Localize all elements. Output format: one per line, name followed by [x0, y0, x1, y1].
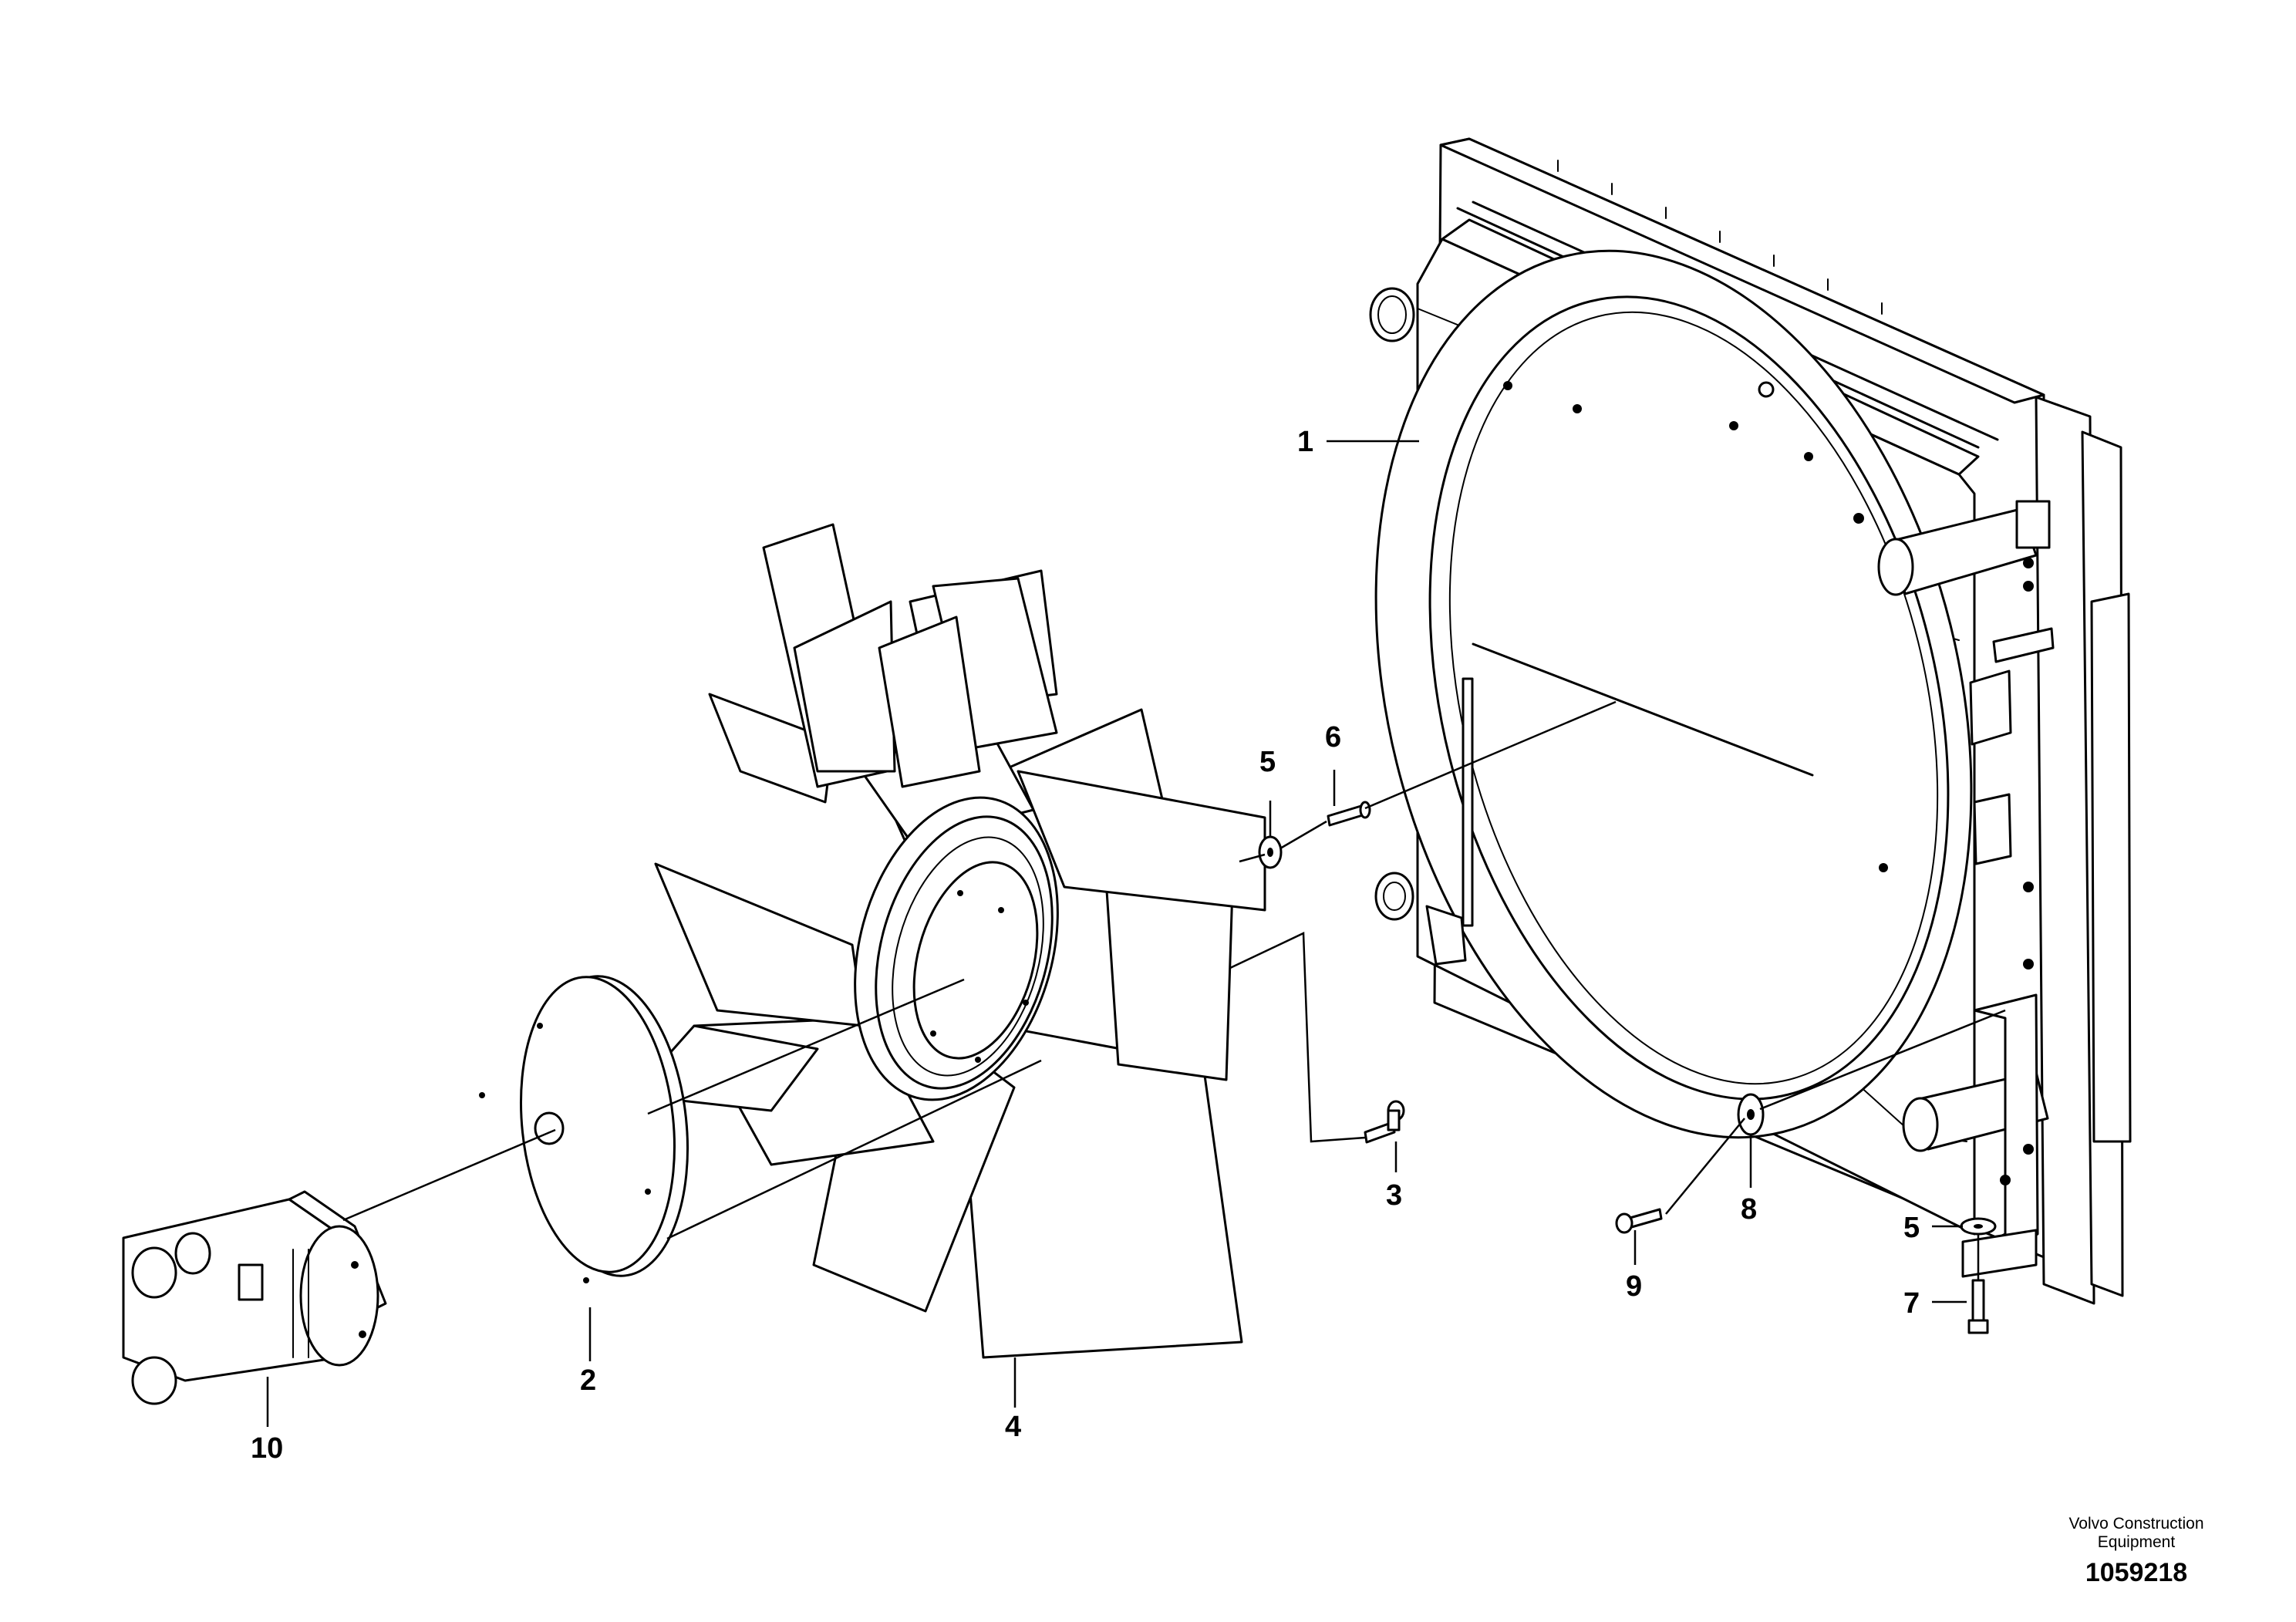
- washer-part-5-upper: [1258, 835, 1283, 869]
- callout-5-upper: 5: [1259, 746, 1276, 778]
- callout-2: 2: [580, 1364, 596, 1397]
- screw-part-9: [1615, 1208, 1663, 1234]
- callout-4: 4: [1005, 1411, 1021, 1443]
- callout-leaders: [266, 440, 1967, 1427]
- hydraulic-motor: [122, 1190, 387, 1405]
- bolt-part-7: [1967, 1279, 1989, 1334]
- callout-1: 1: [1297, 426, 1313, 458]
- drive-plate: [479, 975, 689, 1283]
- footer: Volvo Construction Equipment 1059218: [2068, 1515, 2203, 1587]
- screw-part-6: [1327, 801, 1371, 827]
- screw-part-3: [1364, 1100, 1405, 1144]
- washer-part-8: [1737, 1093, 1765, 1136]
- callout-6: 6: [1325, 721, 1341, 754]
- callout-10: 10: [251, 1432, 283, 1465]
- shroud-mounting-holes: [1503, 381, 2034, 1185]
- radiator-shroud-assembly: [1369, 137, 2132, 1305]
- callout-9: 9: [1626, 1270, 1642, 1303]
- cooling-fan: [631, 523, 1266, 1359]
- callout-labels: 1 2 3 4 5 6 5 7 8 9 10: [251, 426, 1920, 1465]
- washer-part-5-lower: [1960, 1217, 1997, 1236]
- callout-5-lower: 5: [1903, 1212, 1920, 1244]
- assembly-alignment-lines: [342, 700, 2006, 1280]
- callout-3: 3: [1386, 1179, 1402, 1212]
- callout-8: 8: [1741, 1193, 1757, 1226]
- drawing-number: 1059218: [2085, 1558, 2187, 1587]
- brand-line-2: Equipment: [2098, 1533, 2176, 1551]
- callout-7: 7: [1903, 1287, 1920, 1320]
- brand-line-1: Volvo Construction: [2068, 1515, 2203, 1533]
